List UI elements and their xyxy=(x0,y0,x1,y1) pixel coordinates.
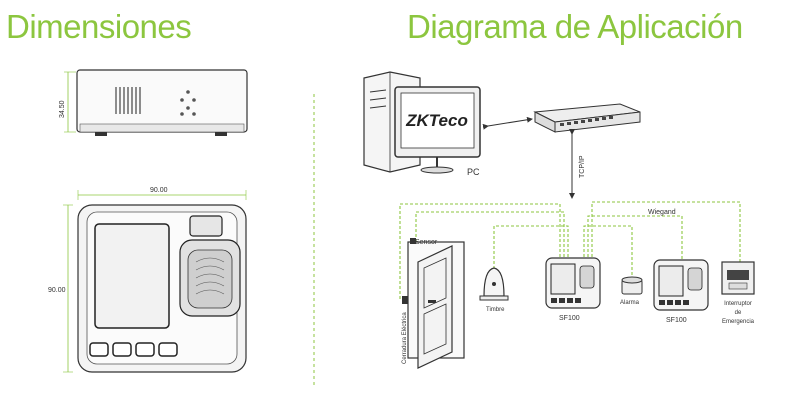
tcpip-label: TCP/IP xyxy=(579,155,586,178)
bell-label: Timbre xyxy=(486,307,505,313)
emergency-label-2: de xyxy=(735,310,742,316)
side-height-label: 34.50 xyxy=(59,100,66,118)
network-switch xyxy=(533,103,641,133)
emergency-label-1: Interruptor xyxy=(724,301,752,307)
wiegand-label: Wiegand xyxy=(648,209,676,216)
device2-label: SF100 xyxy=(666,317,687,324)
wiring xyxy=(399,201,741,300)
door xyxy=(402,238,465,369)
emergency-switch-icon xyxy=(721,261,755,295)
led-dots xyxy=(180,90,196,116)
sensor-label: Sensor xyxy=(415,239,438,246)
brand-logo: ZKTeco xyxy=(405,111,468,130)
lock-label: Cerradura Eléctrica xyxy=(402,312,408,364)
pc-monitor xyxy=(394,86,481,174)
emergency-label-3: Emergencia xyxy=(722,319,755,325)
alarm-icon xyxy=(621,276,643,295)
front-width-label: 90.00 xyxy=(150,187,168,194)
pc-label: PC xyxy=(467,167,480,177)
front-height-label: 90.00 xyxy=(48,287,66,294)
alarm-label: Alarma xyxy=(620,300,640,306)
bell-icon xyxy=(479,267,509,301)
speaker-grille xyxy=(115,87,141,114)
dimensions-title: Dimensiones xyxy=(6,8,192,45)
pc-switch-link xyxy=(482,116,533,130)
application-diagram-title: Diagrama de Aplicación xyxy=(407,8,743,45)
sf100-device-second xyxy=(653,259,709,311)
device-front-view: 90.00 90.00 xyxy=(48,187,247,373)
device-side-view: 34.50 xyxy=(59,69,248,136)
sf100-device-main xyxy=(545,257,601,309)
keypad-buttons xyxy=(89,342,178,357)
device1-label: SF100 xyxy=(559,315,580,322)
